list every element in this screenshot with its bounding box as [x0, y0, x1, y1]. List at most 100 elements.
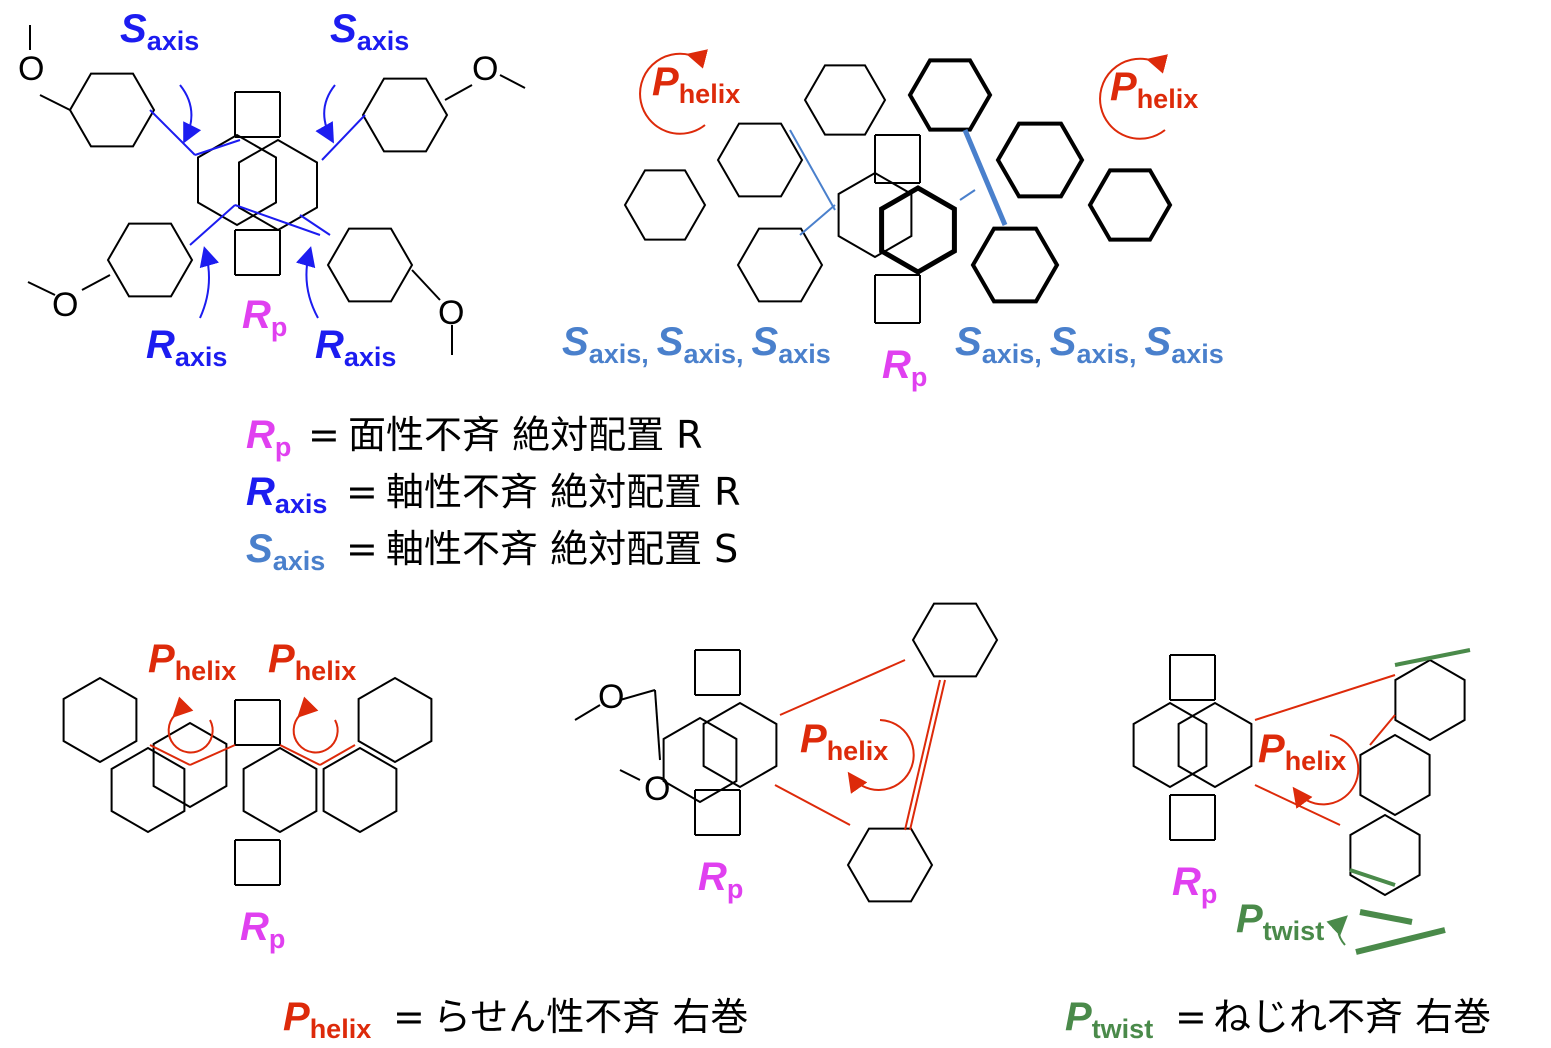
legend-phelix: Phelix = らせん性不斉 右巻	[283, 995, 748, 1044]
svg-text:=: =	[1175, 995, 1207, 1039]
svg-text:軸性不斉 絶対配置 S: 軸性不斉 絶対配置 S	[386, 527, 738, 571]
bond	[959, 189, 976, 201]
svg-text:Phelix: Phelix	[283, 995, 371, 1044]
twist-arrow-icon	[1326, 915, 1348, 946]
bond	[149, 744, 191, 766]
svg-text:Ptwist: Ptwist	[1065, 995, 1153, 1044]
benzene-ring	[326, 227, 414, 303]
label-s-axis: Saxis	[120, 7, 199, 56]
svg-text:=: =	[393, 995, 425, 1039]
bond	[1349, 868, 1396, 887]
bond	[189, 744, 236, 766]
benzene-ring	[1177, 701, 1253, 789]
bond	[779, 659, 906, 716]
bond	[27, 281, 56, 296]
arrow-icon	[199, 246, 220, 319]
bond	[619, 769, 641, 781]
benzene-ring	[110, 746, 186, 834]
bond	[234, 204, 321, 236]
label-r-axis: Raxis	[146, 323, 227, 372]
bond	[574, 704, 601, 721]
annotation-arrows	[167, 49, 1446, 955]
twist-wedge-icon	[1355, 909, 1446, 955]
bond	[149, 109, 196, 156]
label-s-axis-triple-left: Saxis,Saxis,Saxis	[562, 320, 831, 369]
label-r-p: Rp	[1172, 860, 1217, 909]
label-p-twist: Ptwist	[1236, 897, 1324, 946]
label-r-p: Rp	[698, 855, 743, 904]
svg-text:Raxis: Raxis	[246, 470, 327, 519]
label-r-p: Rp	[240, 905, 285, 954]
benzene-ring	[911, 602, 999, 678]
oxygen-atom: O	[598, 678, 624, 716]
label-p-helix: Phelix	[1110, 65, 1198, 114]
oxygen-atom: O	[644, 770, 670, 808]
label-r-axis: Raxis	[315, 323, 396, 372]
label-s-axis-triple-right: Saxis,Saxis,Saxis	[955, 320, 1224, 369]
label-p-helix: Phelix	[148, 637, 236, 686]
benzene-ring	[995, 121, 1085, 199]
bond	[654, 689, 661, 761]
rotation-arrow-icon	[847, 719, 915, 794]
oxygen-atom: O	[438, 294, 464, 332]
legend-saxis: Saxis = 軸性不斉 絶対配置 S	[246, 527, 738, 576]
legend-raxis: Raxis = 軸性不斉 絶対配置 R	[246, 470, 741, 519]
benzene-ring	[623, 169, 707, 241]
benzene-ring	[803, 64, 887, 136]
svg-text:面性不斉 絶対配置 R: 面性不斉 絶対配置 R	[348, 413, 703, 457]
bond	[319, 744, 356, 766]
bond	[1254, 674, 1396, 721]
bond	[799, 204, 836, 236]
benzene-ring	[238, 138, 318, 232]
benzene-ring	[68, 72, 156, 148]
bond	[411, 269, 441, 301]
benzene-ring	[907, 58, 993, 132]
label-r-p: Rp	[242, 293, 287, 342]
benzene-ring	[702, 701, 778, 789]
svg-text:=: =	[308, 413, 340, 457]
arrow-icon	[315, 84, 336, 144]
svg-text:軸性不斉 絶対配置 R: 軸性不斉 絶対配置 R	[386, 470, 741, 514]
benzene-ring	[970, 226, 1060, 304]
benzene-ring	[846, 827, 934, 903]
benzene-ring	[662, 716, 738, 804]
benzene-ring	[62, 676, 138, 764]
benzene-ring	[837, 171, 913, 259]
oxygen-atom: O	[52, 286, 78, 324]
bond	[444, 84, 473, 101]
benzene-ring	[1349, 813, 1421, 897]
bond	[619, 689, 656, 701]
bond	[39, 94, 71, 111]
benzene-ring	[106, 222, 194, 298]
bond	[962, 129, 1008, 226]
legend-rp: Rp = 面性不斉 絶対配置 R	[246, 413, 703, 462]
bond	[499, 74, 526, 89]
bond	[81, 274, 111, 291]
svg-text:ねじれ不斉 右巻: ねじれ不斉 右巻	[1213, 995, 1491, 1039]
bond	[774, 784, 851, 826]
benzene-ring	[1132, 701, 1208, 789]
rotation-arrow-icon	[1099, 54, 1168, 140]
svg-text:Saxis: Saxis	[246, 527, 325, 576]
bond	[279, 744, 321, 766]
benzene-ring	[879, 185, 957, 275]
benzene-ring	[1359, 733, 1431, 817]
label-s-axis: Saxis	[330, 7, 409, 56]
label-p-helix: Phelix	[800, 717, 888, 766]
bond	[189, 204, 236, 246]
oxygen-atom: O	[472, 50, 498, 88]
benzene-ring	[322, 746, 398, 834]
bond	[321, 114, 366, 161]
legend-ptwist: Ptwist = ねじれ不斉 右巻	[1065, 995, 1491, 1044]
bond	[1394, 648, 1471, 667]
rotation-arrow-icon	[167, 696, 214, 754]
benzene-ring	[197, 133, 277, 227]
benzene-ring	[361, 77, 449, 153]
molecular-structures	[27, 25, 1471, 903]
rotation-arrow-icon	[1292, 734, 1360, 809]
svg-text:=: =	[346, 470, 378, 514]
svg-text:Rp: Rp	[246, 413, 291, 462]
bond	[1369, 714, 1396, 746]
